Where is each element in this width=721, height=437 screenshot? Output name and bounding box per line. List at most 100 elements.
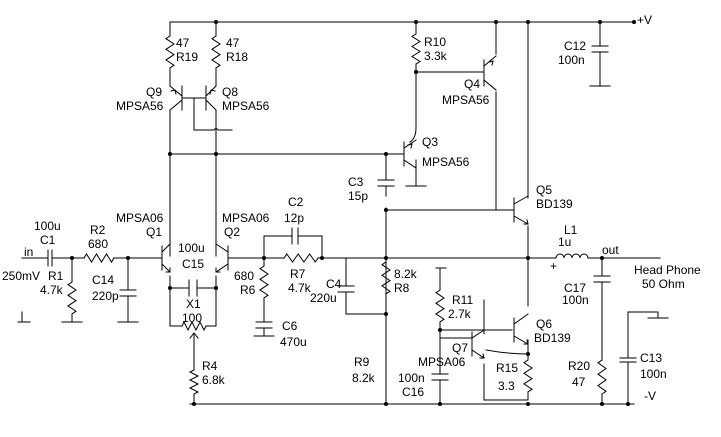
capacitor-c2-symbol: [291, 227, 299, 245]
c14-ref-label: C14: [92, 273, 114, 287]
c2-value-label: 12p: [284, 211, 304, 225]
c3-ref-label: C3: [348, 175, 364, 189]
r11-value-label: 2.7k: [448, 307, 472, 321]
resistor-r20-symbol: [597, 359, 607, 395]
r2-value-label: 680: [88, 237, 108, 251]
transistor-q5-symbol: [513, 195, 529, 225]
c17-ref-label: C17: [564, 281, 586, 295]
c15-ref-label: C15: [182, 257, 204, 271]
transistors: [161, 55, 529, 359]
transistor-q3-symbol: [403, 139, 417, 169]
capacitor-c14-symbol: [119, 289, 137, 297]
transistor-q2-symbol: [215, 243, 229, 273]
q1-part-label: MPSA06: [116, 211, 164, 225]
c3-value-label: 15p: [348, 189, 368, 203]
vplus-label: +V: [637, 13, 652, 27]
r15-ref-label: R15: [496, 361, 518, 375]
labels: +V -V in 250mV out Head Phone 50 Ohm + 4…: [2, 13, 701, 403]
l1-value-label: 1u: [558, 235, 571, 249]
r18-value-label: 47: [226, 36, 240, 50]
load-label-line1: Head Phone: [634, 263, 701, 277]
r1-value-label: 4.7k: [40, 283, 64, 297]
r18-ref-label: R18: [226, 50, 248, 64]
resistor-r6-symbol: [259, 265, 269, 299]
q2-part-label: MPSA06: [222, 211, 270, 225]
q6-part-label: BD139: [534, 331, 571, 345]
capacitor-c4-symbol: [337, 285, 355, 293]
q8-ref-label: Q8: [222, 85, 238, 99]
q8-part-label: MPSA56: [222, 99, 270, 113]
r9-value-label: 8.2k: [352, 371, 376, 385]
resistor-r4-symbol: [188, 369, 200, 395]
transistor-q7-symbol: [471, 329, 485, 359]
q5-ref-label: Q5: [536, 183, 552, 197]
transistor-q4-symbol: [483, 55, 497, 91]
input-level-label: 250mV: [2, 269, 40, 283]
r20-value-label: 47: [572, 375, 586, 389]
r10-value-label: 3.3k: [424, 49, 448, 63]
r9-ref-label: R9: [354, 355, 370, 369]
resistor-r7-symbol: [283, 253, 319, 263]
q2-ref-label: Q2: [224, 225, 240, 239]
transistor-q8-symbol: [193, 85, 217, 111]
q7-ref-label: Q7: [452, 341, 468, 355]
q6-ref-label: Q6: [536, 317, 552, 331]
q3-part-label: MPSA56: [422, 155, 470, 169]
junctions: [70, 20, 636, 406]
capacitor-c16-symbol: [431, 373, 449, 381]
c12-value-label: 100n: [558, 53, 585, 67]
r8-value-label: 8.2k: [394, 267, 418, 281]
capacitors: [47, 45, 637, 381]
resistor-r18-symbol: [211, 35, 221, 69]
c4-ref-label: C4: [326, 277, 342, 291]
q9-ref-label: Q9: [146, 85, 162, 99]
c1-ref-label: C1: [40, 233, 56, 247]
x1-ref-label: X1: [186, 297, 201, 311]
c6-ref-label: C6: [282, 319, 298, 333]
capacitor-c15-symbol: [188, 279, 198, 297]
ground-symbols: [17, 85, 669, 337]
c14-value-label: 220p: [92, 289, 119, 303]
c17-value-label: 100n: [562, 293, 589, 307]
r11-ref-label: R11: [452, 293, 473, 307]
q1-ref-label: Q1: [146, 225, 162, 239]
resistor-r10-symbol: [411, 33, 421, 65]
capacitor-c3-symbol: [377, 179, 395, 187]
c12-ref-label: C12: [564, 39, 586, 53]
r7-value-label: 4.7k: [288, 281, 312, 295]
transistor-q9-symbol: [169, 85, 195, 111]
capacitor-c12-symbol: [591, 45, 609, 53]
r2-ref-label: R2: [90, 223, 106, 237]
r19-value-label: 47: [176, 36, 190, 50]
capacitor-c13-symbol: [619, 357, 637, 363]
capacitor-c6-symbol: [255, 321, 273, 329]
resistor-r11-symbol: [435, 289, 445, 323]
transistor-q1-symbol: [161, 243, 171, 273]
r8-ref-label: R8: [394, 281, 410, 295]
capacitor-c17-symbol: [593, 275, 611, 283]
r10-ref-label: R10: [424, 35, 446, 49]
c15-value-label: 100u: [178, 241, 205, 255]
r1-ref-label: R1: [48, 269, 64, 283]
r6-value-label: 680: [234, 269, 254, 283]
x1-value-label: 100: [182, 311, 202, 325]
input-label: in: [24, 245, 33, 259]
q5-part-label: BD139: [536, 197, 573, 211]
load-label-line2: 50 Ohm: [642, 277, 685, 291]
resistors: [67, 33, 607, 395]
c1-value-label: 100u: [34, 219, 61, 233]
q3-ref-label: Q3: [422, 135, 438, 149]
r6-ref-label: R6: [240, 283, 256, 297]
inductor-plus-mark: +: [550, 259, 557, 273]
r4-value-label: 6.8k: [202, 373, 226, 387]
capacitor-c1-symbol: [47, 249, 53, 267]
potentiometer-x1-symbol: [181, 320, 207, 332]
resistor-r8-symbol: [381, 261, 391, 295]
q7-part-label: MPSA06: [418, 355, 466, 369]
r20-ref-label: R20: [568, 359, 590, 373]
output-label: out: [602, 243, 619, 257]
c6-value-label: 470u: [280, 335, 307, 349]
inductor-l1-symbol: [555, 253, 589, 259]
vminus-label: -V: [644, 389, 656, 403]
c4-value-label: 220u: [310, 291, 337, 305]
